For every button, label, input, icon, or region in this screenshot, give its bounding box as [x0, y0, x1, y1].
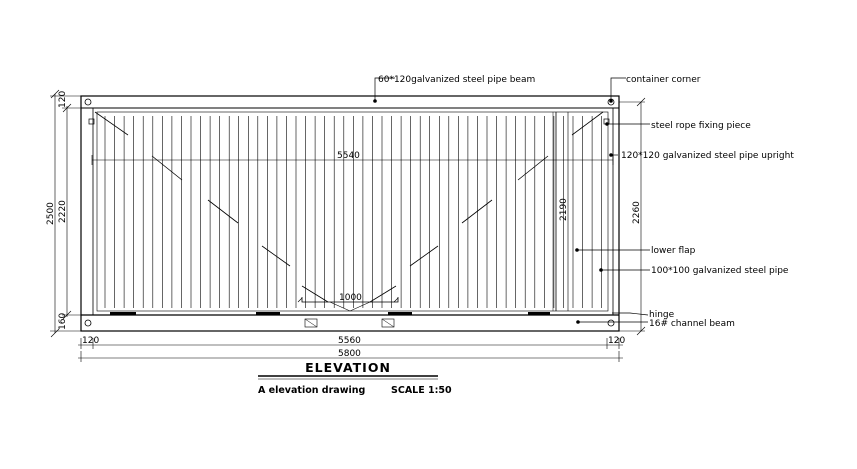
- dim-left-edge: 120: [82, 336, 99, 346]
- label-steel-pipe-upright: 120*120 galvanized steel pipe upright: [621, 151, 794, 161]
- label-steel-rope-fixing: steel rope fixing piece: [651, 121, 751, 131]
- label-steel-pipe: 100*100 galvanized steel pipe: [651, 266, 789, 276]
- drawing-title: ELEVATION: [305, 360, 391, 375]
- drawing-subtitle: A elevation drawing: [258, 385, 365, 396]
- dim-bottom-inner: 5560: [338, 336, 361, 346]
- dim-overall-width: 5800: [338, 349, 361, 359]
- dim-inner-width: 5540: [337, 151, 360, 161]
- label-hinge: hinge: [649, 310, 675, 320]
- dim-right-edge: 120: [608, 336, 625, 346]
- dim-total-height: 2500: [46, 202, 56, 225]
- corrugated-panel: [104, 116, 602, 308]
- bottom-details: [110, 297, 550, 328]
- dim-door: 1000: [339, 293, 362, 303]
- dim-right-panel-height: 2190: [559, 198, 569, 221]
- drawing-scale: SCALE 1:50: [391, 385, 452, 396]
- label-lower-flap: lower flap: [651, 246, 696, 256]
- dim-top-beam: 120: [58, 91, 68, 108]
- label-beam: 60*120galvanized steel pipe beam: [378, 75, 535, 85]
- dim-bottom-beam: 160: [58, 313, 68, 330]
- leader-lines: [374, 77, 650, 323]
- dim-panel-height: 2220: [58, 200, 68, 223]
- leader-dots: [373, 99, 613, 324]
- label-channel-beam: 16# channel beam: [649, 319, 735, 329]
- label-container-corner: container corner: [626, 75, 701, 85]
- diagonal-shading: [94, 111, 604, 303]
- dim-right-height: 2260: [632, 201, 642, 224]
- external-dimensions: [50, 89, 646, 362]
- internal-dimensions: [91, 112, 614, 311]
